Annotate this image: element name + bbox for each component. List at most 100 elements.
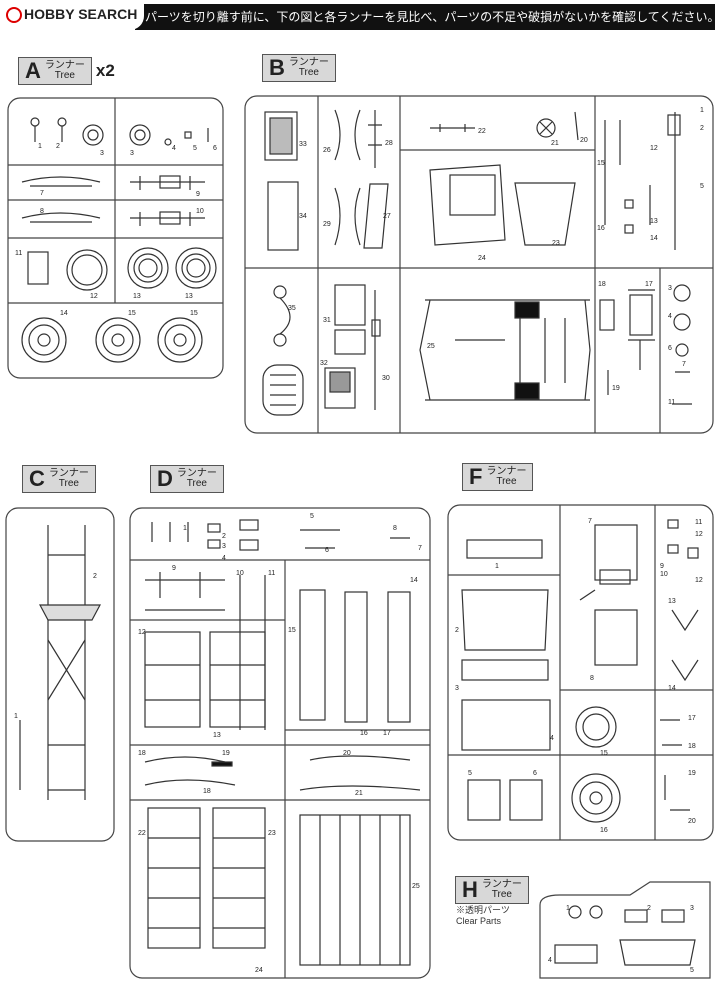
- part-number: 20: [688, 818, 696, 825]
- brand-circle-icon: [6, 7, 22, 24]
- runner-en: Tree: [491, 889, 512, 900]
- part-number: 34: [299, 213, 307, 220]
- part-number: 17: [383, 730, 391, 737]
- part-number: 12: [90, 293, 98, 300]
- runner-b-parts: [262, 109, 692, 416]
- runner-letter: B: [269, 55, 285, 80]
- clear-parts-en: Clear Parts: [456, 916, 502, 926]
- part-number: 2: [56, 143, 60, 150]
- part-number: 6: [325, 547, 329, 554]
- runner-quantity: x2: [95, 61, 115, 80]
- runner-d-frame: [129, 507, 431, 979]
- part-number: 3: [455, 685, 459, 692]
- part-number: 1: [183, 525, 187, 532]
- part-number: 27: [383, 213, 391, 220]
- part-number: 12: [695, 531, 703, 538]
- brand-text: HOBBY SEARCH: [24, 6, 138, 22]
- part-number: 13: [185, 293, 193, 300]
- part-number: 23: [268, 830, 276, 837]
- part-number: 14: [650, 235, 658, 242]
- part-number: 32: [320, 360, 328, 367]
- runner-jp: ランナー: [486, 466, 527, 477]
- part-number: 11: [268, 570, 275, 577]
- part-number: 18: [138, 750, 146, 757]
- runner-c-parts: [19, 525, 101, 800]
- part-number: 16: [597, 225, 605, 232]
- runner-jp: ランナー: [288, 57, 329, 68]
- runner-letter: H: [462, 877, 478, 902]
- clear-parts-note: ※透明パーツ Clear Parts: [456, 905, 510, 927]
- runner-en: Tree: [186, 478, 207, 489]
- part-number: 14: [410, 577, 418, 584]
- part-number: 24: [255, 967, 263, 974]
- part-number: 11: [15, 250, 22, 257]
- runner-letter: A: [25, 58, 41, 83]
- part-number: 12: [695, 577, 703, 584]
- runner-a-parts: [21, 117, 217, 363]
- part-number: 15: [190, 310, 198, 317]
- part-number: 2: [700, 125, 704, 132]
- runner-en: Tree: [54, 70, 75, 81]
- part-number: 5: [700, 183, 704, 190]
- part-number: 18: [203, 788, 211, 795]
- part-number: 29: [323, 221, 331, 228]
- header: HOBBY SEARCH パーツを切り離す前に、下の図と各ランナーを見比べ、パー…: [0, 0, 719, 38]
- part-number: 22: [478, 128, 486, 135]
- part-number: 28: [385, 140, 393, 147]
- part-number: 17: [688, 715, 696, 722]
- part-number: 15: [600, 750, 608, 757]
- part-number: 3: [690, 905, 694, 912]
- part-number: 7: [588, 518, 592, 525]
- part-number: 18: [688, 743, 696, 750]
- header-bar: [135, 4, 715, 30]
- clear-parts-jp: ※透明パーツ: [456, 905, 510, 915]
- part-number: 11: [695, 519, 702, 526]
- part-number: 8: [40, 208, 44, 215]
- part-number: 22: [138, 830, 146, 837]
- part-number: 14: [60, 310, 68, 317]
- runner-jp: ランナー: [48, 468, 89, 479]
- part-number: 25: [412, 883, 420, 890]
- runner-f-frame: [447, 504, 714, 841]
- part-number: 35: [288, 305, 296, 312]
- runner-b-frame: [244, 95, 714, 434]
- part-number: 13: [668, 598, 676, 605]
- runner-letter: C: [29, 466, 45, 491]
- part-number: 4: [550, 735, 554, 742]
- part-number: 9: [196, 191, 200, 198]
- part-number: 20: [580, 137, 588, 144]
- part-number: 13: [650, 218, 658, 225]
- brand-logo: HOBBY SEARCH: [6, 6, 138, 24]
- part-number: 16: [600, 827, 608, 834]
- part-number: 7: [682, 361, 686, 368]
- runner-f-parts: [461, 519, 699, 823]
- part-number: 17: [645, 281, 653, 288]
- runner-d-parts: [144, 519, 421, 966]
- runner-c-frame: [5, 507, 115, 842]
- part-number: 30: [382, 375, 390, 382]
- part-number: 10: [196, 208, 204, 215]
- part-number: 7: [40, 190, 44, 197]
- part-number: 15: [597, 160, 605, 167]
- part-number: 18: [598, 281, 606, 288]
- part-number: 9: [660, 563, 664, 570]
- part-number: 19: [688, 770, 696, 777]
- part-number: 3: [222, 543, 226, 550]
- part-number: 2: [222, 533, 226, 540]
- part-number: 24: [478, 255, 486, 262]
- part-number: 6: [668, 345, 672, 352]
- part-number: 25: [427, 343, 435, 350]
- part-number: 6: [213, 145, 217, 152]
- part-number: 5: [193, 145, 197, 152]
- part-number: 19: [612, 385, 620, 392]
- part-number: 20: [343, 750, 351, 757]
- part-number: 15: [288, 627, 296, 634]
- part-number: 3: [130, 150, 134, 157]
- part-number: 4: [172, 145, 176, 152]
- part-number: 4: [222, 555, 226, 562]
- part-number: 1: [566, 905, 570, 912]
